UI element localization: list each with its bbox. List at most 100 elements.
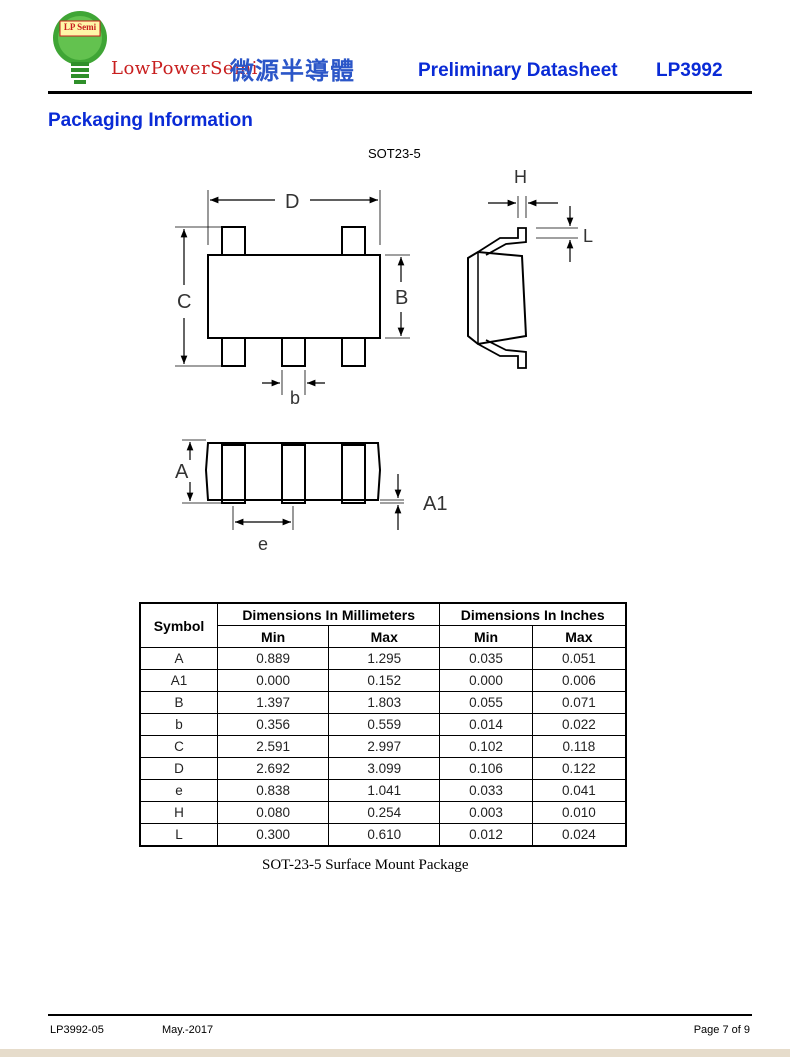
front-view-lead [221, 444, 246, 504]
dim-label-L: L [583, 226, 593, 246]
company-logo: LP Semi [50, 8, 110, 86]
side-view-body [467, 250, 528, 346]
symbol-cell: A [139, 647, 218, 670]
top-view-lead [281, 337, 306, 367]
dim-label-b: b [290, 388, 300, 408]
mm-max-cell: 0.254 [328, 801, 441, 824]
top-view-lead [341, 226, 366, 256]
symbol-cell: B [139, 691, 218, 714]
mm-min-header: Min [216, 625, 330, 648]
footer-divider [48, 1014, 752, 1016]
mm-max-cell: 1.803 [328, 691, 441, 714]
side-view-upper-lead [477, 227, 527, 256]
table-caption: SOT-23-5 Surface Mount Package [262, 857, 469, 873]
dim-label-C: C [177, 291, 191, 313]
front-view-body [204, 442, 382, 501]
dim-label-B: B [395, 287, 408, 309]
symbol-cell: H [139, 801, 218, 824]
logo-badge-text: LP Semi [63, 22, 97, 32]
mm-group-header: Dimensions In Millimeters [216, 602, 441, 626]
footer-doc-revision: LP3992-05 [50, 1024, 104, 1036]
in-min-cell: 0.003 [439, 801, 533, 824]
footer-date: May.-2017 [162, 1024, 214, 1036]
mm-max-cell: 0.559 [328, 713, 441, 736]
mm-min-cell: 0.356 [216, 713, 330, 736]
in-max-cell: 0.022 [531, 713, 627, 736]
in-max-cell: 0.051 [531, 647, 627, 670]
mm-min-cell: 0.000 [216, 669, 330, 692]
part-number: LP3992 [656, 60, 723, 81]
top-view-lead [221, 226, 246, 256]
dim-label-A1: A1 [423, 493, 447, 515]
dim-label-e: e [258, 534, 268, 554]
in-min-cell: 0.033 [439, 779, 533, 802]
top-view-lead [341, 337, 366, 367]
mm-max-cell: 3.099 [328, 757, 441, 780]
dimensions-table: Symbol Dimensions In Millimeters Dimensi… [139, 602, 627, 847]
header-divider [48, 91, 752, 94]
in-max-header: Max [531, 625, 627, 648]
mm-max-cell: 0.610 [328, 823, 441, 847]
in-max-cell: 0.041 [531, 779, 627, 802]
inch-group-header: Dimensions In Inches [439, 602, 627, 626]
mm-min-cell: 2.692 [216, 757, 330, 780]
symbol-cell: b [139, 713, 218, 736]
mm-max-cell: 0.152 [328, 669, 441, 692]
front-view-lead [341, 444, 366, 504]
in-min-cell: 0.102 [439, 735, 533, 758]
dim-label-D: D [285, 191, 299, 213]
in-min-cell: 0.014 [439, 713, 533, 736]
in-max-cell: 0.024 [531, 823, 627, 847]
mm-min-cell: 0.889 [216, 647, 330, 670]
in-max-cell: 0.071 [531, 691, 627, 714]
section-title: Packaging Information [48, 110, 253, 131]
brand-name: LowPowerSemi [111, 58, 258, 79]
in-min-cell: 0.000 [439, 669, 533, 692]
symbol-cell: A1 [139, 669, 218, 692]
page-bottom-band [0, 1049, 790, 1057]
top-view-body [207, 254, 381, 339]
mm-max-cell: 1.041 [328, 779, 441, 802]
in-max-cell: 0.010 [531, 801, 627, 824]
footer-page-number: Page 7 of 9 [693, 1024, 750, 1036]
symbol-cell: C [139, 735, 218, 758]
package-drawing: D C B b H L A A1 e [175, 167, 593, 554]
mm-min-cell: 1.397 [216, 691, 330, 714]
top-view-lead [221, 337, 246, 367]
in-min-cell: 0.055 [439, 691, 533, 714]
in-min-cell: 0.106 [439, 757, 533, 780]
mm-min-cell: 0.300 [216, 823, 330, 847]
front-view-lead [281, 444, 306, 504]
symbol-cell: L [139, 823, 218, 847]
side-view-lower-lead [477, 339, 527, 369]
dim-label-A: A [175, 461, 189, 483]
in-max-cell: 0.122 [531, 757, 627, 780]
mm-min-cell: 0.080 [216, 801, 330, 824]
symbol-cell: D [139, 757, 218, 780]
document-type: Preliminary Datasheet [418, 60, 618, 81]
mm-min-cell: 0.838 [216, 779, 330, 802]
in-max-cell: 0.006 [531, 669, 627, 692]
in-max-cell: 0.118 [531, 735, 627, 758]
mm-min-cell: 2.591 [216, 735, 330, 758]
in-min-cell: 0.035 [439, 647, 533, 670]
symbol-cell: e [139, 779, 218, 802]
in-min-header: Min [439, 625, 533, 648]
mm-max-header: Max [328, 625, 441, 648]
symbol-header: Symbol [139, 602, 218, 648]
package-name: SOT23-5 [368, 146, 421, 161]
mm-max-cell: 1.295 [328, 647, 441, 670]
dim-label-H: H [514, 167, 527, 187]
mm-max-cell: 2.997 [328, 735, 441, 758]
in-min-cell: 0.012 [439, 823, 533, 847]
brand-chinese-name: 微源半導體 [230, 57, 355, 85]
